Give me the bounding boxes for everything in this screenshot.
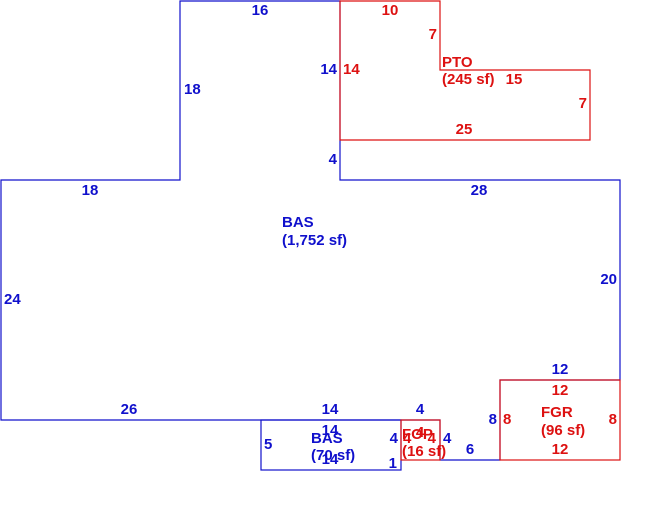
dim-bas-bottom-left: 26 xyxy=(121,401,138,418)
dim-bas-notch-right-wall: 14 xyxy=(320,61,337,78)
dim-bas-bottom-fop: 4 xyxy=(416,401,425,418)
fop-code: FOP xyxy=(402,426,433,443)
dim-pto-upper-right: 15 xyxy=(506,71,523,88)
fgr-code: FGR xyxy=(541,404,573,421)
dim-bas-bottom-step: 6 xyxy=(466,441,474,458)
dim-pto-left: 14 xyxy=(343,61,360,78)
bas-main-code: BAS xyxy=(282,214,314,231)
dim-fop-left: 4 xyxy=(403,430,412,447)
dim-pto-top: 10 xyxy=(382,2,399,19)
dim-small-bas-notch: 1 xyxy=(389,455,397,472)
dim-bas-upper-left-wall: 18 xyxy=(184,81,201,98)
dim-small-bas-top: 14 xyxy=(322,422,339,439)
dim-pto-bottom: 25 xyxy=(456,121,473,138)
fop-outline xyxy=(400,419,441,461)
dim-small-bas-right: 4 xyxy=(390,430,399,447)
small-bas-area: (70 sf) xyxy=(311,447,355,464)
dim-small-bas-left: 5 xyxy=(264,436,272,453)
dim-fgr-bottom: 12 xyxy=(552,441,569,458)
dim-bas-top: 16 xyxy=(252,2,269,19)
dim-bas-bottom-mid: 14 xyxy=(322,401,339,418)
dim-bas-left-wall: 24 xyxy=(4,291,21,308)
dim-bas-right-top: 28 xyxy=(471,182,488,199)
dim-bas-right-wall: 20 xyxy=(600,271,617,288)
dim-small-bas-bottom: 14 xyxy=(322,451,339,468)
bas-main-area: (1,752 sf) xyxy=(282,232,347,249)
dim-fop-top: 4 xyxy=(416,424,425,441)
dim-bas-notch-lower-wall: 4 xyxy=(329,151,338,168)
dim-fgr-left: 8 xyxy=(503,411,511,428)
dim-fgr-right: 8 xyxy=(609,411,617,428)
dim-pto-step: 7 xyxy=(429,26,437,43)
pto-code: PTO xyxy=(442,54,473,71)
pto-area: (245 sf) xyxy=(442,71,495,88)
fop-area: (16 sf) xyxy=(402,443,446,460)
fgr-area: (96 sf) xyxy=(541,422,585,439)
dim-fgr-top: 12 xyxy=(552,382,569,399)
dim-bas-left-shoulder: 18 xyxy=(82,182,99,199)
small-bas-code: BAS xyxy=(311,430,343,447)
fgr-outline xyxy=(499,379,621,461)
dim-pto-right: 7 xyxy=(579,95,587,112)
pto-outline xyxy=(339,0,591,141)
dim-bas-right-lower: 8 xyxy=(489,411,497,428)
dim-fop-right: 4 xyxy=(428,430,437,447)
dim-fop-outer-right: 4 xyxy=(443,430,452,447)
dim-bas-fgr-top: 12 xyxy=(552,361,569,378)
